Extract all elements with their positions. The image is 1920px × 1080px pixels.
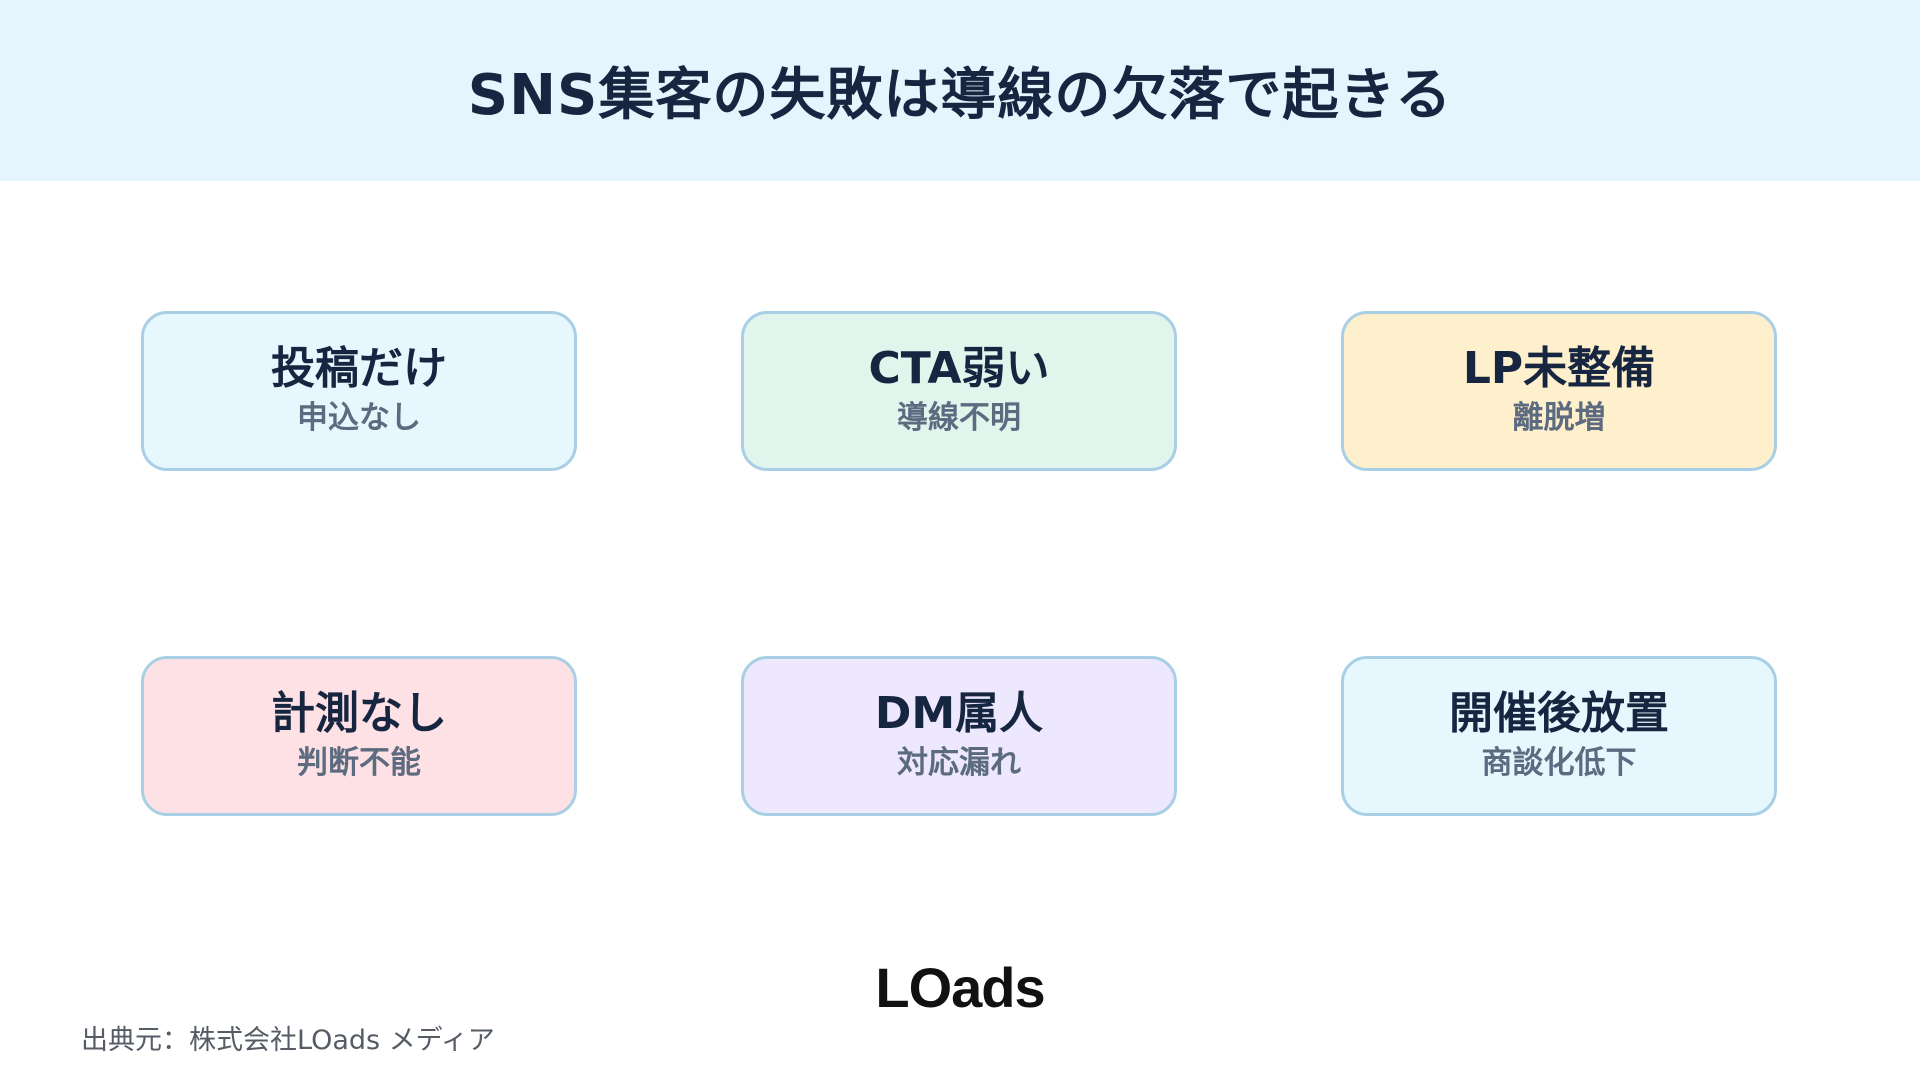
page-title: SNS集客の失敗は導線の欠落で起きる [467,63,1453,128]
card-subtitle: 導線不明 [897,400,1021,437]
source-credit: 出典元：株式会社LOads メディア [81,1025,495,1056]
card-no-measurement: 計測なし 判断不能 [141,656,577,816]
card-title: CTA弱い [868,342,1050,394]
card-subtitle: 申込なし [297,400,421,437]
card-title: 計測なし [271,687,447,739]
card-weak-cta: CTA弱い 導線不明 [741,311,1177,471]
card-title: DM属人 [874,687,1044,739]
card-lp-not-ready: LP未整備 離脱増 [1341,311,1777,471]
card-subtitle: 判断不能 [297,745,421,782]
card-title: 開催後放置 [1449,687,1669,739]
card-posting-only: 投稿だけ 申込なし [141,311,577,471]
title-banner: SNS集客の失敗は導線の欠落で起きる [0,0,1920,181]
loads-logo: LOads [875,956,1045,1019]
card-dm-dependence: DM属人 対応漏れ [741,656,1177,816]
card-subtitle: 対応漏れ [897,745,1021,782]
card-title: LP未整備 [1462,342,1656,394]
card-title: 投稿だけ [271,342,447,394]
card-post-event-neglect: 開催後放置 商談化低下 [1341,656,1777,816]
card-subtitle: 商談化低下 [1481,745,1637,782]
card-subtitle: 離脱増 [1512,400,1606,437]
